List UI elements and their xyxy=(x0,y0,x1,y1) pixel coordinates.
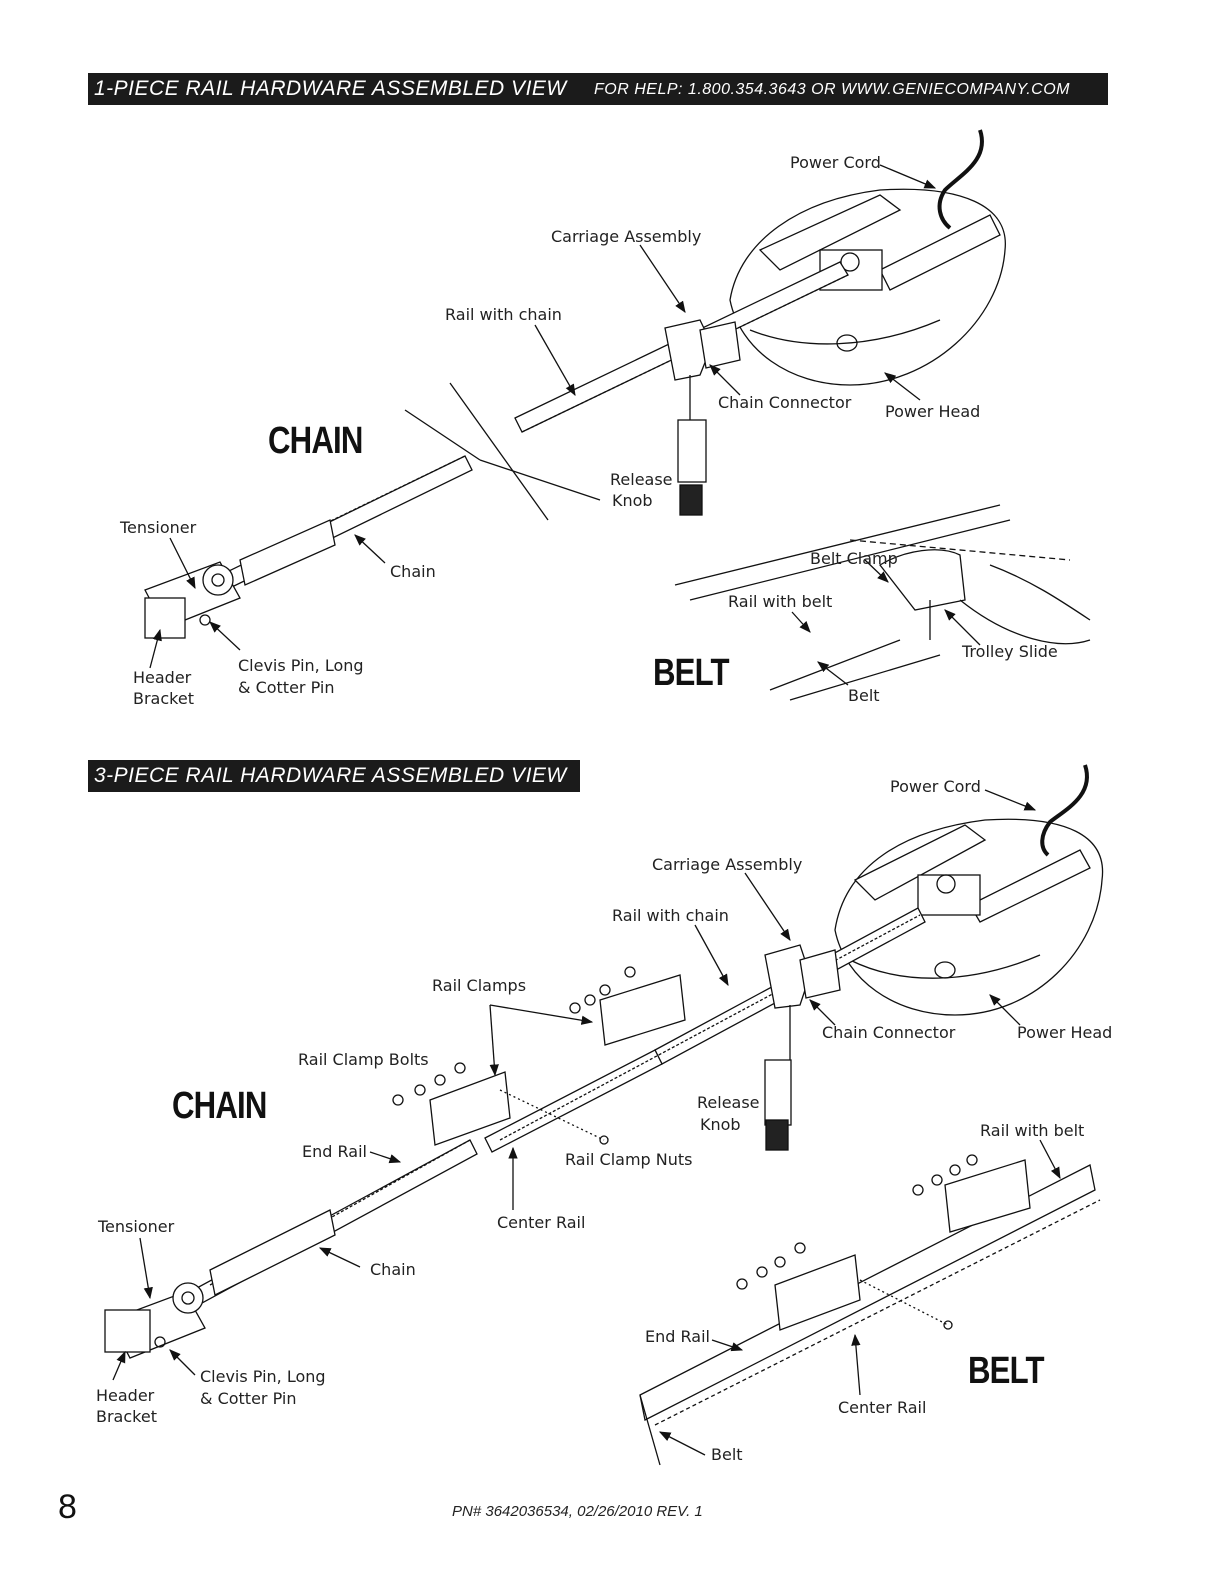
belt-inset-1piece xyxy=(674,504,1091,701)
label-power-head-3: Power Head xyxy=(1017,1023,1113,1042)
label-tensioner-3: Tensioner xyxy=(98,1217,175,1236)
label-belt: Belt xyxy=(848,686,880,705)
label-rail-with-chain: Rail with chain xyxy=(445,305,562,324)
label-release: Release xyxy=(610,470,673,489)
rails-3piece-chain xyxy=(104,907,926,1359)
heading-belt-1piece: BELT xyxy=(653,652,730,694)
label-rail-with-belt-3: Rail with belt xyxy=(980,1121,1085,1140)
label-carriage-assembly: Carriage Assembly xyxy=(551,227,702,246)
heading-belt-3piece: BELT xyxy=(968,1350,1045,1392)
label-cotter-pin-3: & Cotter Pin xyxy=(200,1389,297,1408)
label-rail-clamp-nuts: Rail Clamp Nuts xyxy=(565,1150,693,1169)
label-power-cord: Power Cord xyxy=(790,153,881,172)
banner-1piece-title: 1-PIECE RAIL HARDWARE ASSEMBLED VIEW xyxy=(94,77,567,100)
label-chain-3: Chain xyxy=(370,1260,416,1279)
label-rail-with-belt: Rail with belt xyxy=(728,592,833,611)
label-rail-clamps: Rail Clamps xyxy=(432,976,527,995)
page-number: 8 xyxy=(58,1488,77,1526)
label-clevis-pin-3: Clevis Pin, Long xyxy=(200,1367,326,1386)
label-trolley-slide: Trolley Slide xyxy=(962,642,1058,661)
label-bracket: Bracket xyxy=(133,689,194,708)
label-rail-clamp-bolts: Rail Clamp Bolts xyxy=(298,1050,429,1069)
banner-3piece-title: 3-PIECE RAIL HARDWARE ASSEMBLED VIEW xyxy=(94,764,567,787)
label-chain-connector: Chain Connector xyxy=(718,393,852,412)
rail-1piece xyxy=(144,261,849,639)
heading-chain-3piece: CHAIN xyxy=(172,1085,267,1127)
label-knob-3: Knob xyxy=(700,1115,741,1134)
label-chain-connector-3: Chain Connector xyxy=(822,1023,956,1042)
label-power-head: Power Head xyxy=(885,402,981,421)
label-center-rail-belt: Center Rail xyxy=(838,1398,927,1417)
label-end-rail-belt: End Rail xyxy=(645,1327,710,1346)
heading-chain-1piece: CHAIN xyxy=(268,420,363,462)
label-release-3: Release xyxy=(697,1093,760,1112)
banner-3piece: 3-PIECE RAIL HARDWARE ASSEMBLED VIEW xyxy=(88,760,580,792)
label-belt-clamp: Belt Clamp xyxy=(810,549,898,568)
part-number: PN# 3642036534, 02/26/2010 REV. 1 xyxy=(452,1503,703,1520)
banner-1piece: 1-PIECE RAIL HARDWARE ASSEMBLED VIEW FOR… xyxy=(88,73,1108,105)
label-cotter-pin: & Cotter Pin xyxy=(238,678,335,697)
label-bracket-3: Bracket xyxy=(96,1407,157,1426)
power-head-1piece xyxy=(729,129,1006,386)
label-end-rail: End Rail xyxy=(302,1142,367,1161)
label-belt-3: Belt xyxy=(711,1445,743,1464)
label-carriage-assembly-3: Carriage Assembly xyxy=(652,855,803,874)
label-chain: Chain xyxy=(390,562,436,581)
label-clevis-pin: Clevis Pin, Long xyxy=(238,656,364,675)
label-header-3: Header xyxy=(96,1386,155,1405)
power-head-3piece xyxy=(834,764,1104,1016)
label-header: Header xyxy=(133,668,192,687)
rails-3piece-belt xyxy=(639,1154,1101,1466)
banner-help-text: FOR HELP: 1.800.354.3643 OR WWW.GENIECOM… xyxy=(594,81,1070,98)
label-center-rail: Center Rail xyxy=(497,1213,586,1232)
label-power-cord-3: Power Cord xyxy=(890,777,981,796)
label-tensioner: Tensioner xyxy=(120,518,197,537)
label-knob: Knob xyxy=(612,491,653,510)
label-rail-with-chain-3: Rail with chain xyxy=(612,906,729,925)
